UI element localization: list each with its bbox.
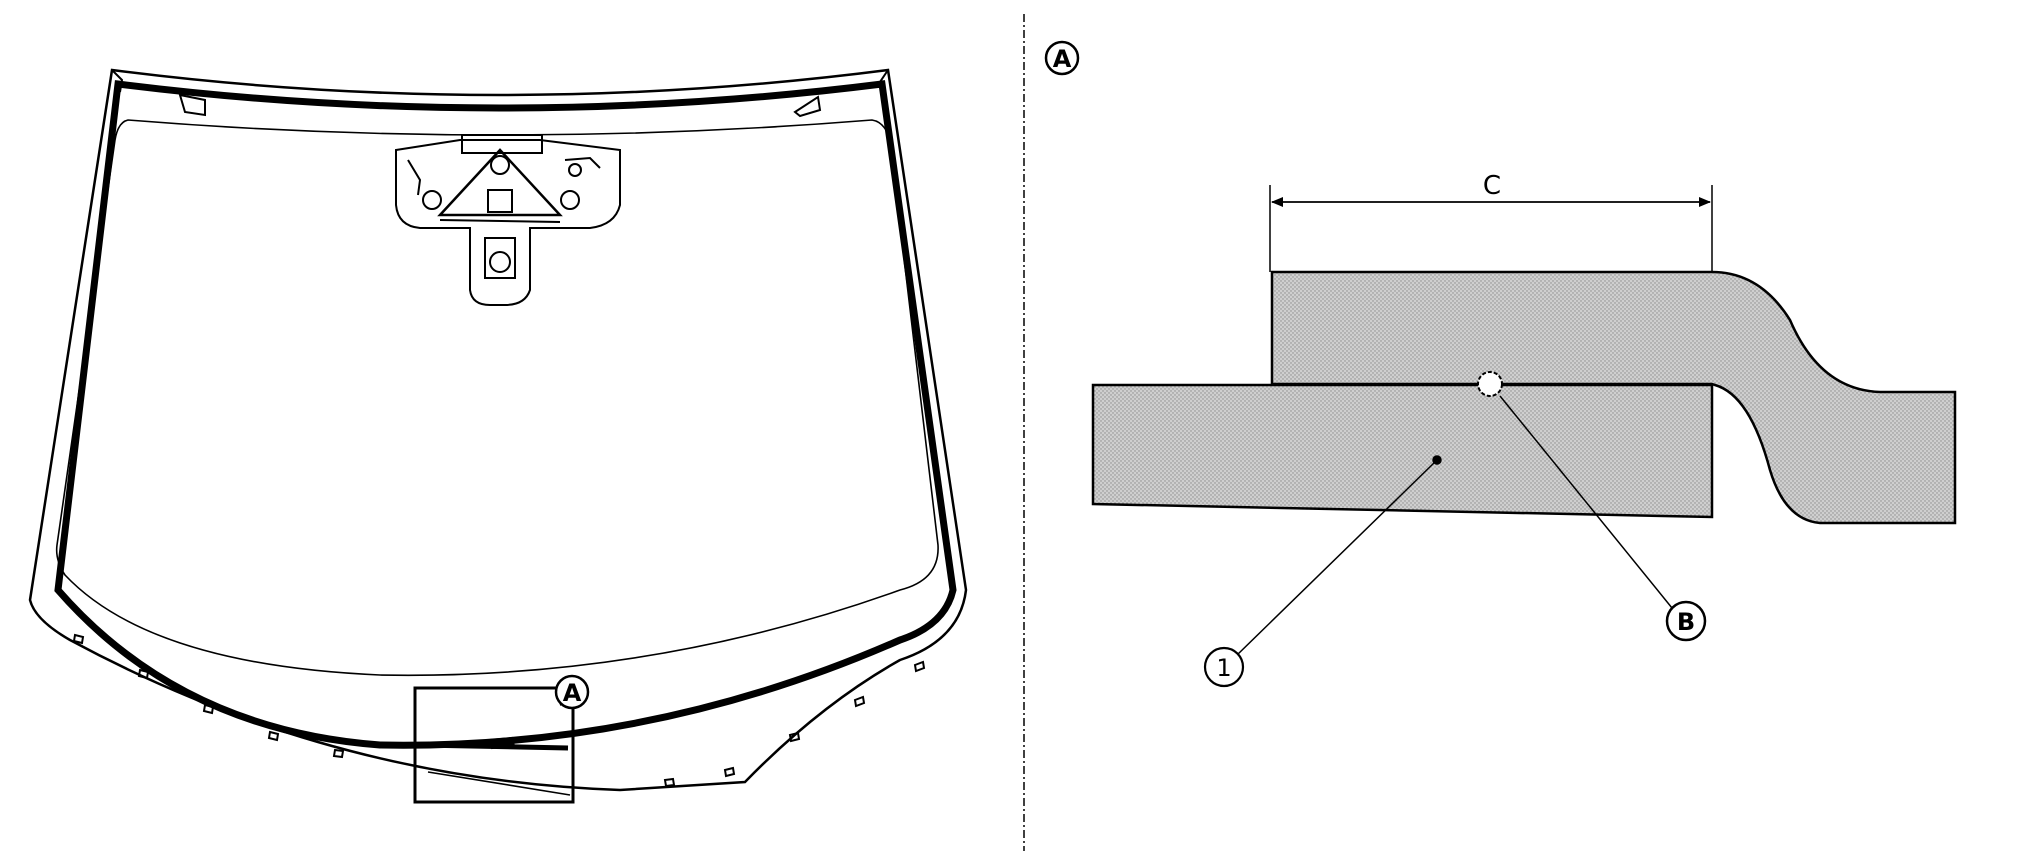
detail-marker-label: A (563, 679, 582, 707)
callout-point-b: B (1665, 600, 1707, 642)
top-corner-left (111, 69, 124, 93)
point-b-marker (1477, 371, 1503, 397)
detail-box-edge (427, 771, 571, 796)
leaders (1235, 395, 1673, 657)
windshield-overview (28, 68, 968, 804)
callout-part-1: 1 (1203, 646, 1245, 688)
detail-title: A (1044, 40, 1080, 76)
windshield-molding (54, 80, 957, 749)
leader-point-b (1499, 395, 1673, 609)
detail-box-clip (488, 736, 516, 750)
top-clip-right (793, 95, 822, 118)
leader-part-1 (1235, 459, 1438, 657)
dimension-c-label: C (1483, 171, 1501, 201)
detail-marker: A (554, 674, 590, 710)
top-corner-right (878, 69, 889, 95)
detail-title-label: A (1053, 45, 1072, 73)
molding-section (1270, 270, 1957, 525)
windshield-glass-edge (55, 119, 939, 677)
callout-part-1-label: 1 (1216, 654, 1231, 682)
mirror-bracket (395, 134, 621, 306)
callout-point-b-label: B (1677, 608, 1695, 636)
leader-part-1-dot (1432, 455, 1442, 465)
bottom-notches (72, 633, 926, 788)
windshield-outer-edge (28, 68, 968, 792)
detail-box (413, 686, 575, 804)
glass-panel-section (1091, 383, 1714, 519)
top-clip-left (178, 93, 206, 117)
